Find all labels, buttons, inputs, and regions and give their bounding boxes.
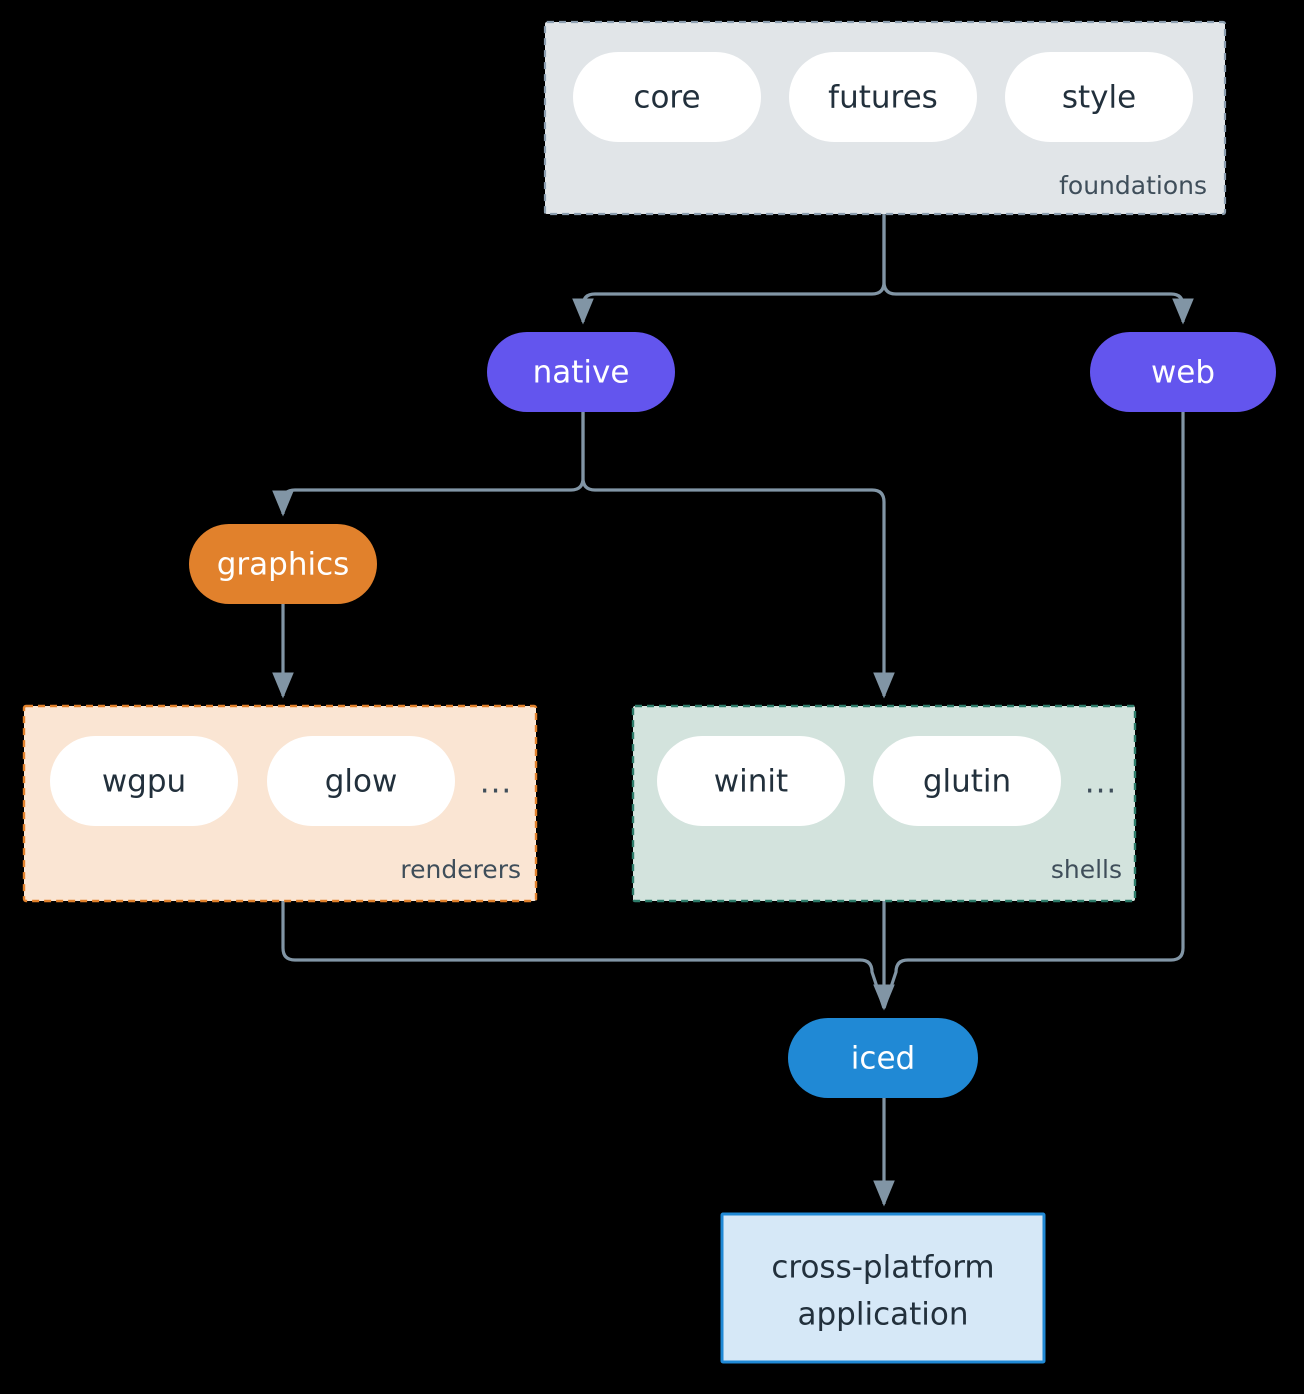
- pill-core-label: core: [633, 80, 700, 116]
- pill-style-label: style: [1062, 80, 1136, 116]
- pill-core-shape: [573, 52, 761, 142]
- pill-futures-shape: [789, 52, 977, 142]
- cluster-shells: winit glutin ... shells: [631, 704, 1137, 903]
- node-graphics-shape: [189, 524, 377, 604]
- pill-glutin[interactable]: glutin: [873, 736, 1061, 826]
- node-web[interactable]: web: [1090, 332, 1276, 412]
- pill-winit-shape: [657, 736, 845, 826]
- node-application[interactable]: cross-platform application: [720, 1212, 1046, 1364]
- cluster-renderers: wgpu glow ... renderers: [22, 704, 538, 903]
- pill-futures-label: futures: [828, 80, 938, 116]
- pill-wgpu-shape: [50, 736, 238, 826]
- edge-native-to-shells: [581, 412, 895, 699]
- edge-web-to-iced: [882, 412, 1185, 1009]
- node-application-shape: [720, 1212, 1046, 1364]
- node-application-line2: application: [798, 1297, 969, 1333]
- renderers-ellipsis: ...: [480, 765, 513, 801]
- pill-winit[interactable]: winit: [657, 736, 845, 826]
- node-iced-label: iced: [851, 1041, 915, 1077]
- pill-style-shape: [1005, 52, 1193, 142]
- node-native[interactable]: native: [487, 332, 675, 412]
- edge-foundations-to-web: [882, 214, 1194, 325]
- node-iced[interactable]: iced: [788, 1018, 978, 1098]
- pill-glow-shape: [267, 736, 455, 826]
- cluster-shells-label: shells: [1051, 855, 1122, 884]
- shells-ellipsis: ...: [1085, 765, 1118, 801]
- edge-renderers-to-iced: [281, 901, 886, 1009]
- node-graphics[interactable]: graphics: [189, 524, 377, 604]
- pill-glow-label: glow: [325, 764, 398, 800]
- pill-core[interactable]: core: [573, 52, 761, 142]
- node-iced-shape: [788, 1018, 978, 1098]
- cluster-foundations-label: foundations: [1059, 171, 1207, 200]
- node-native-label: native: [533, 355, 630, 391]
- pill-glow[interactable]: glow: [267, 736, 455, 826]
- cluster-renderers-label: renderers: [400, 855, 521, 884]
- node-application-line1: cross-platform: [771, 1250, 994, 1286]
- pill-winit-label: winit: [714, 764, 788, 800]
- pill-style[interactable]: style: [1005, 52, 1193, 142]
- pill-futures[interactable]: futures: [789, 52, 977, 142]
- node-web-shape: [1090, 332, 1276, 412]
- cluster-foundations: core futures style foundations: [543, 20, 1227, 216]
- pill-wgpu-label: wgpu: [102, 764, 186, 800]
- node-graphics-label: graphics: [217, 547, 350, 583]
- pill-glutin-label: glutin: [923, 764, 1011, 800]
- node-native-shape: [487, 332, 675, 412]
- pill-wgpu[interactable]: wgpu: [50, 736, 238, 826]
- pill-glutin-shape: [873, 736, 1061, 826]
- node-web-label: web: [1151, 355, 1215, 391]
